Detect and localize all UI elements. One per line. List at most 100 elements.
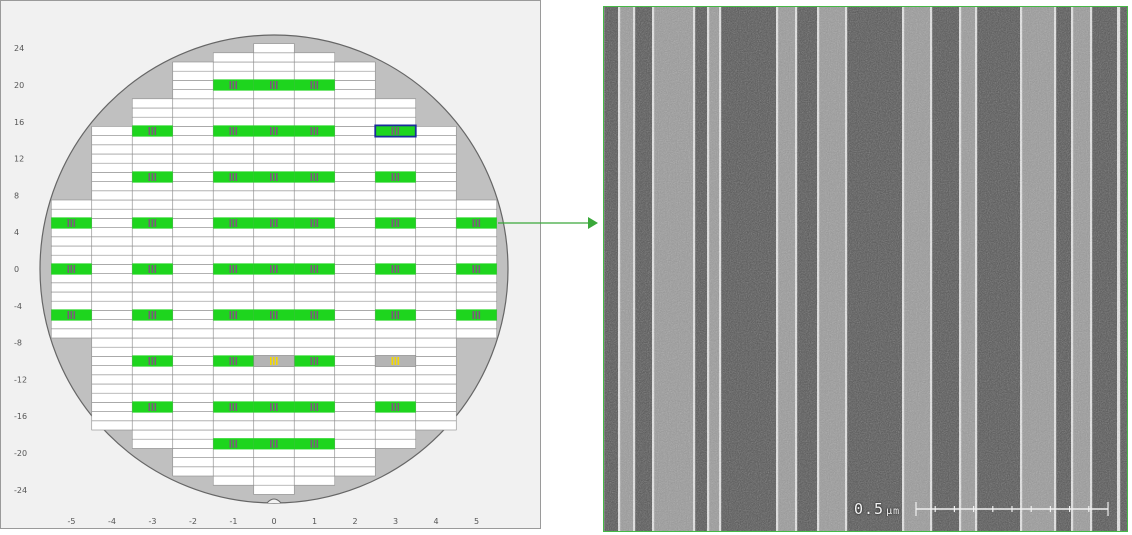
die-marker <box>232 81 235 89</box>
die-cell <box>172 337 214 348</box>
die-cell <box>91 411 133 422</box>
die-cell <box>334 310 376 320</box>
die-cell <box>334 245 376 256</box>
die-cell <box>91 282 133 293</box>
die-marker <box>394 173 397 181</box>
die-marker <box>270 265 272 273</box>
die-cell <box>334 374 376 385</box>
die-cell <box>212 52 255 63</box>
die-cell <box>172 89 214 100</box>
die-marker <box>397 357 400 365</box>
die-cell <box>172 273 214 284</box>
die-marker <box>313 311 316 319</box>
die-cell <box>334 107 376 118</box>
die-cell <box>131 153 174 164</box>
die-marker <box>235 265 238 273</box>
die-marker <box>148 173 151 181</box>
die-marker <box>397 127 400 135</box>
die-cell <box>374 190 417 201</box>
die-cell <box>253 98 295 109</box>
die-marker <box>232 439 235 448</box>
die-marker <box>313 439 316 448</box>
die-cell <box>131 144 174 155</box>
die-cell <box>293 61 336 72</box>
die-marker <box>313 173 316 181</box>
die-cell <box>334 319 376 330</box>
die-marker <box>154 219 157 227</box>
die-marker <box>310 219 313 227</box>
die-cell <box>293 466 336 477</box>
die-marker <box>148 311 151 319</box>
die-cell <box>415 181 457 192</box>
die-cell <box>374 144 417 155</box>
die-cell <box>334 411 376 422</box>
die-marker <box>235 357 238 365</box>
die-marker <box>313 219 316 227</box>
die-cell <box>334 300 376 311</box>
die-cell <box>172 291 214 302</box>
y-axis-label: -12 <box>14 375 27 384</box>
die-cell <box>172 135 214 146</box>
die-cell <box>172 208 214 219</box>
die-marker <box>70 311 73 319</box>
die-cell <box>50 236 93 247</box>
die-cell <box>374 227 417 238</box>
die-marker <box>148 357 151 365</box>
die-cell <box>455 273 498 284</box>
die-marker <box>316 311 319 319</box>
die-cell <box>212 116 255 127</box>
die-marker <box>154 265 157 273</box>
die-cell <box>374 208 417 219</box>
die-cell <box>131 107 174 118</box>
die-cell <box>374 438 417 449</box>
die-marker <box>313 265 316 273</box>
die-cell <box>334 116 376 127</box>
die-cell <box>253 107 295 118</box>
die-cell <box>91 310 133 320</box>
die-cell <box>172 218 214 228</box>
die-marker <box>276 439 278 448</box>
die-marker <box>235 311 238 319</box>
die-marker <box>229 173 232 181</box>
die-cell <box>374 181 417 192</box>
x-axis-label: -5 <box>68 517 76 526</box>
die-cell <box>334 89 376 100</box>
die-cell <box>334 144 376 155</box>
die-cell <box>415 162 457 173</box>
die-marker <box>273 311 275 319</box>
die-marker <box>276 311 278 319</box>
die-cell <box>131 429 174 440</box>
die-cell <box>334 208 376 219</box>
die-marker <box>232 127 235 135</box>
die-marker <box>391 173 394 181</box>
die-cell <box>131 365 174 376</box>
die-cell <box>293 245 336 256</box>
die-cell <box>334 466 376 477</box>
die-cell <box>212 392 255 403</box>
die-marker <box>270 357 272 365</box>
die-cell <box>374 346 417 357</box>
die-marker <box>151 173 154 181</box>
die-cell <box>253 254 295 265</box>
die-marker <box>229 127 232 135</box>
die-cell <box>334 126 376 136</box>
link-arrow-head <box>588 217 598 229</box>
die-cell <box>253 227 295 238</box>
die-marker <box>154 403 157 411</box>
die-cell <box>50 282 93 293</box>
die-marker <box>270 439 272 448</box>
die-cell <box>334 365 376 376</box>
die-cell <box>91 153 133 164</box>
die-cell <box>374 328 417 339</box>
die-cell <box>91 162 133 173</box>
die-cell <box>172 181 214 192</box>
die-marker <box>273 127 275 135</box>
y-axis-label: 20 <box>14 81 24 90</box>
die-marker <box>313 127 316 135</box>
die-cell <box>50 245 93 256</box>
die-cell <box>415 190 457 201</box>
die-cell <box>212 181 255 192</box>
